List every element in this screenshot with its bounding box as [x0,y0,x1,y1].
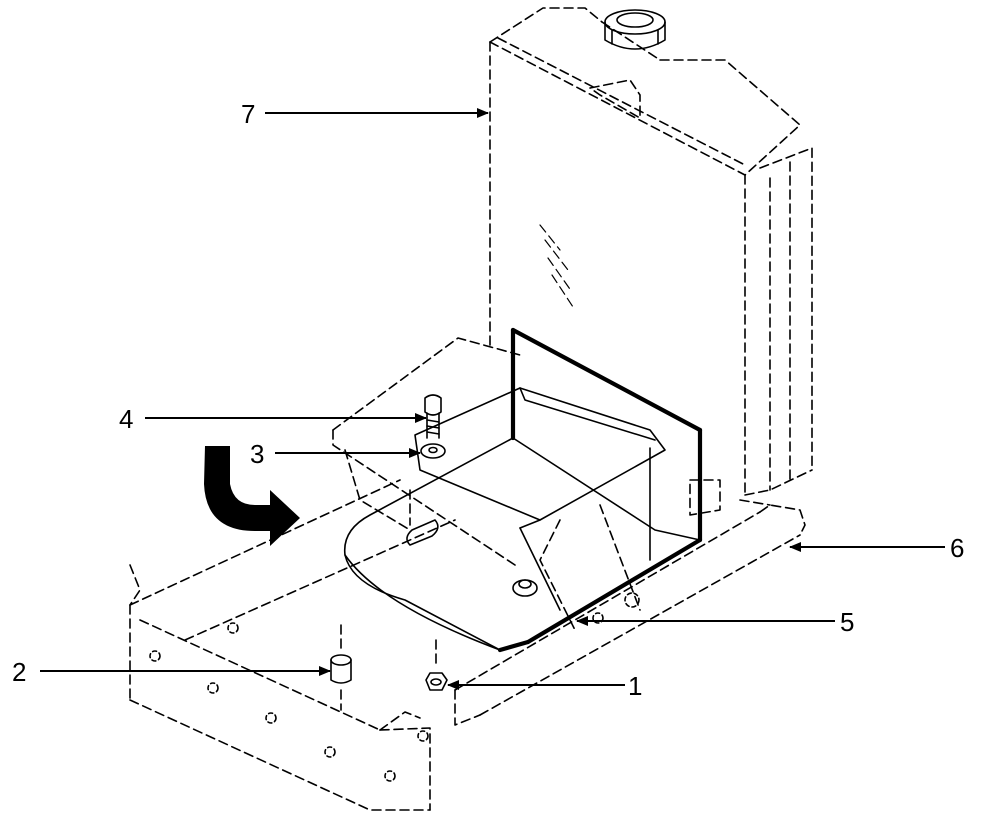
washer [420,443,446,459]
callout-3: 3 [250,439,264,469]
bracket-phantom [332,337,721,631]
callout-7: 7 [241,99,255,129]
callout-4: 4 [119,404,133,434]
frame-rail [129,479,806,811]
bolt [424,394,442,439]
callout-2: 2 [12,657,26,687]
curved-arrow-icon [204,446,300,546]
spacer [330,624,352,711]
radiator-outline [489,7,813,496]
callout-5: 5 [840,607,854,637]
mounting-bracket [343,327,703,653]
radiator-cap [604,9,666,50]
callout-1: 1 [628,671,642,701]
callout-6: 6 [950,533,964,563]
nut [425,639,448,691]
